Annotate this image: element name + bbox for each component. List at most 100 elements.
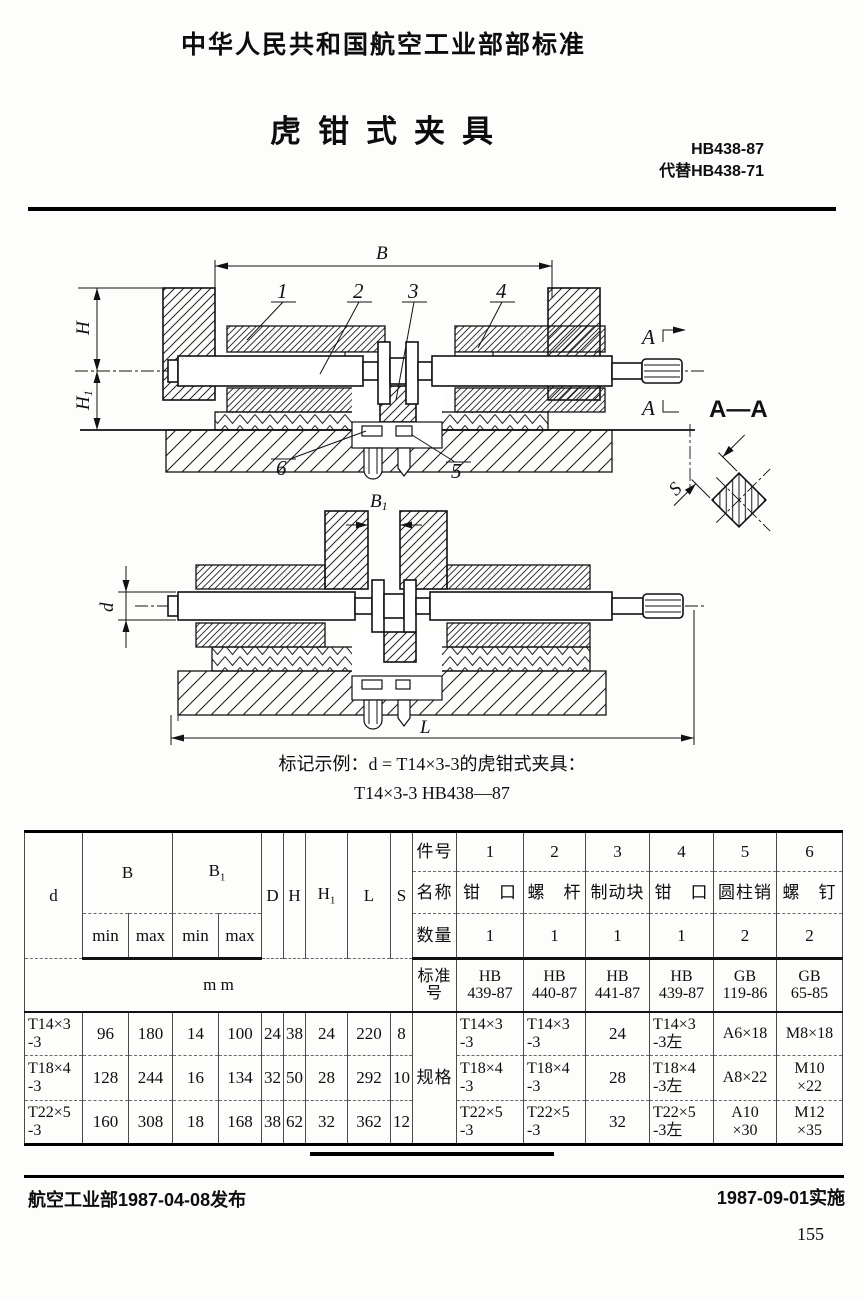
part-name-label: 名称	[412, 871, 457, 914]
dim-L-label: L	[419, 717, 431, 738]
callout-5: 5	[451, 459, 462, 483]
part-no-label: 件号	[412, 831, 457, 872]
standard-number-block: HB438-87 代替HB438-71	[659, 139, 764, 183]
spec-cell: A8×22	[713, 1055, 777, 1101]
page-title: 虎钳式夹具	[270, 114, 510, 149]
section-square: S	[665, 434, 771, 532]
spec-cell: A6×18	[713, 1011, 777, 1056]
section-label: A—A	[709, 396, 768, 423]
marking-example-line2: T14×3-3 HB438—87	[354, 783, 510, 803]
col-header-d: d	[24, 831, 83, 959]
part-qty: 1	[456, 913, 524, 960]
screw-part6	[363, 447, 383, 480]
dimension-table: d B B1 D H H1 L S 件号 1 2 3 4 5 6 名称 钳 口 …	[24, 830, 843, 1146]
cell: 32	[305, 1100, 348, 1145]
spec-label: 规格	[412, 1011, 457, 1145]
footer-short-rule	[310, 1152, 554, 1156]
dim-d-label: d	[97, 602, 118, 612]
spec-cell: T22×5 -3	[456, 1100, 524, 1145]
section-mark-top: A	[640, 325, 655, 349]
part-qty: 1	[649, 913, 714, 960]
spec-cell: T18×4 -3	[456, 1055, 524, 1101]
cell: 96	[82, 1011, 129, 1056]
callout-3: 3	[407, 279, 419, 303]
spec-cell: T22×5 -3	[523, 1100, 586, 1145]
cell: 14	[172, 1011, 219, 1056]
replaces-number: 代替HB438-71	[659, 163, 764, 180]
cell: 8	[390, 1011, 413, 1056]
part-name: 钳 口	[649, 871, 714, 914]
cell: 28	[305, 1055, 348, 1101]
spec-cell: T18×4 -3左	[649, 1055, 714, 1101]
cell: 24	[305, 1011, 348, 1056]
spec-cell: A10 ×30	[713, 1100, 777, 1145]
col-header-H: H	[283, 831, 306, 959]
callout-2: 2	[353, 279, 364, 303]
cell: 168	[218, 1100, 262, 1145]
footer-rule	[24, 1175, 844, 1178]
row-d-value: T22×5 -3	[24, 1100, 83, 1145]
row-d-value: T18×4 -3	[24, 1055, 83, 1101]
cell: 100	[218, 1011, 262, 1056]
cell: 50	[283, 1055, 306, 1101]
cell: 10	[390, 1055, 413, 1101]
part-number: 6	[776, 831, 843, 872]
cell: 18	[172, 1100, 219, 1145]
unit-label: m m	[24, 958, 413, 1013]
cell: 308	[128, 1100, 173, 1145]
spec-cell: T14×3 -3	[523, 1011, 586, 1056]
cell: 128	[82, 1055, 129, 1101]
footer-issued: 航空工业部1987-04-08发布	[28, 1190, 247, 1210]
marking-example-line1: 标记示例：d = T14×3-3的虎钳式夹具：	[278, 754, 586, 774]
sub-header-min: min	[172, 913, 219, 960]
part-number: 3	[585, 831, 650, 872]
sub-header-max: max	[128, 913, 173, 960]
dim-B-label: B	[376, 243, 388, 264]
callout-1: 1	[277, 279, 288, 303]
part-number: 2	[523, 831, 586, 872]
spec-cell: T14×3 -3	[456, 1011, 524, 1056]
dim-B1-label: B1	[370, 491, 388, 513]
cell: 220	[347, 1011, 391, 1056]
front-section-view: B H H1 1 2 3 4 6 5	[73, 243, 771, 532]
part-qty-label: 数量	[412, 913, 457, 960]
col-header-L: L	[347, 831, 391, 959]
part-qty: 1	[585, 913, 650, 960]
part-standard: GB 65-85	[776, 958, 843, 1013]
cell: 24	[261, 1011, 284, 1056]
col-header-D: D	[261, 831, 284, 959]
cell: 160	[82, 1100, 129, 1145]
org-standard-line: 中华人民共和国航空工业部部标准	[181, 31, 587, 59]
header-rule	[28, 207, 836, 211]
cell: 12	[390, 1100, 413, 1145]
spec-cell: M12 ×35	[776, 1100, 843, 1145]
part-name: 制动块	[585, 871, 650, 914]
part-name: 钳 口	[456, 871, 524, 914]
cell: 38	[261, 1100, 284, 1145]
cell: 16	[172, 1055, 219, 1101]
row-d-value: T14×3 -3	[24, 1011, 83, 1056]
cell: 32	[261, 1055, 284, 1101]
part-name: 螺 钉	[776, 871, 843, 914]
side-section-view: B1 d L	[97, 491, 705, 745]
part-name: 螺 杆	[523, 871, 586, 914]
std-no-label: 标准号	[412, 958, 457, 1013]
part-qty: 2	[776, 913, 843, 960]
cell: 38	[283, 1011, 306, 1056]
standard-number: HB438-87	[691, 141, 764, 158]
part-standard: GB 119-86	[713, 958, 777, 1013]
part-standard: HB 439-87	[649, 958, 714, 1013]
technical-drawing: B H H1 1 2 3 4 6 5	[73, 243, 771, 745]
spec-cell: T14×3 -3左	[649, 1011, 714, 1056]
part-name: 圆柱销	[713, 871, 777, 914]
cell: 362	[347, 1100, 391, 1145]
part-number: 4	[649, 831, 714, 872]
col-header-B1: B1	[172, 831, 262, 914]
spec-cell: M10 ×22	[776, 1055, 843, 1101]
cell: 134	[218, 1055, 262, 1101]
pin-part5	[397, 447, 411, 477]
cell: 292	[347, 1055, 391, 1101]
spec-cell: 24	[585, 1011, 650, 1056]
page-number: 155	[797, 1224, 824, 1244]
